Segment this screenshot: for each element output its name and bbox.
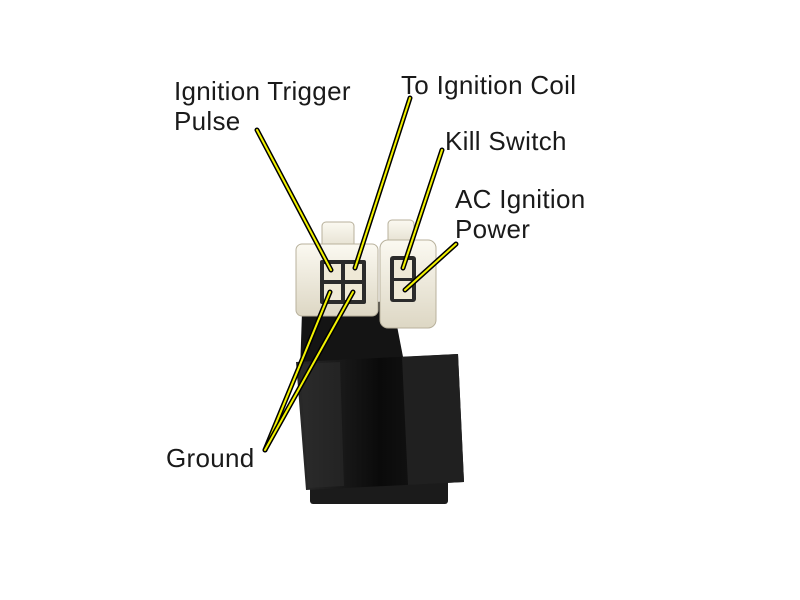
label-ac-ignition-line1: AC Ignition: [455, 184, 586, 214]
label-ignition-trigger-line1: Ignition Trigger: [174, 76, 351, 106]
label-ac-ignition-line2: Power: [455, 214, 531, 244]
leader-ignition-coil: [352, 95, 413, 271]
leader-lines: [254, 95, 459, 453]
leader-ground-b: [262, 289, 356, 453]
cdi-back-housing: [300, 300, 404, 372]
cdi-unit: [296, 300, 464, 504]
pin-cavity-tr: [345, 264, 362, 280]
label-ignition-trigger-pulse: Ignition Trigger Pulse: [174, 76, 351, 136]
label-ignition-trigger-line2: Pulse: [174, 106, 241, 136]
label-to-ignition-coil: To Ignition Coil: [401, 70, 577, 100]
cdi-highlight: [300, 362, 344, 488]
label-kill-switch: Kill Switch: [445, 126, 567, 156]
leader-ignition-trigger: [254, 127, 334, 273]
label-ground: Ground: [166, 443, 255, 473]
leader-ground-a: [262, 289, 333, 453]
leader-kill-switch: [400, 147, 445, 271]
cdi-side-face: [402, 354, 464, 485]
label-ac-ignition-power: AC Ignition Power: [455, 184, 585, 244]
leader-ac-ignition: [402, 241, 459, 293]
two-pin-connector: [379, 219, 437, 329]
